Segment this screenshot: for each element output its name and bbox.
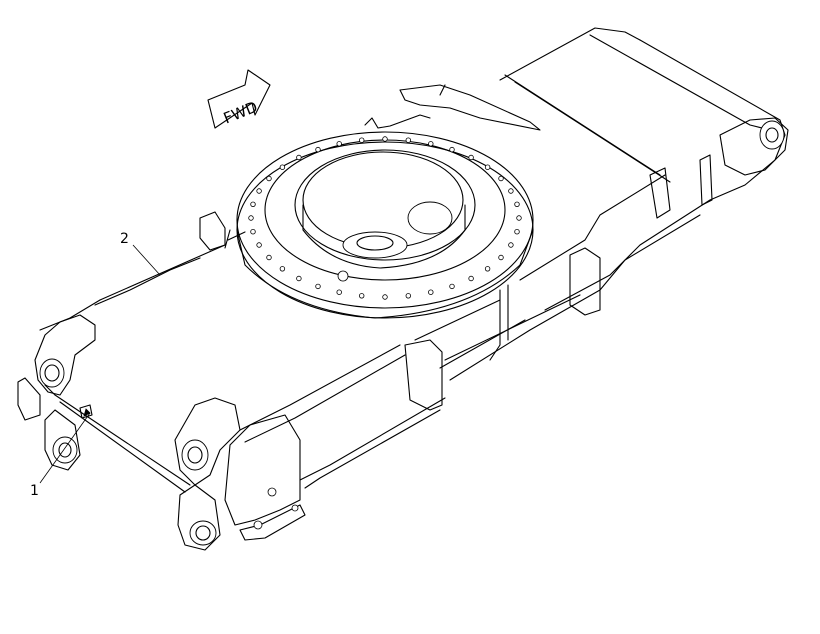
- callout-2-label: 2: [120, 231, 129, 247]
- bolt-hole: [382, 136, 388, 142]
- bolt-hole: [449, 283, 455, 290]
- top-bracket: [364, 84, 541, 131]
- fwd-arrow-icon: FWD: [207, 69, 271, 129]
- bolt-hole: [336, 289, 342, 295]
- frame-body: [39, 27, 786, 493]
- left-lugs: [17, 314, 96, 471]
- bolt-hole: [405, 293, 411, 299]
- bolt-hole: [498, 254, 504, 261]
- right-lugs: [649, 117, 789, 219]
- bolt-hole: [514, 201, 520, 207]
- bearing-ring: [236, 131, 534, 361]
- bolt-hole: [248, 215, 254, 221]
- bolt-hole: [516, 215, 522, 221]
- bolt-hole: [468, 154, 474, 161]
- bolt-hole: [266, 175, 272, 182]
- bolt-hole: [250, 201, 256, 207]
- bolt-hole: [428, 141, 434, 147]
- bolt-hole: [468, 275, 474, 282]
- bearing-bolt-holes: [248, 136, 522, 300]
- bolt-hole: [279, 266, 286, 272]
- bolt-hole: [382, 294, 388, 300]
- bolt-hole: [256, 242, 262, 248]
- bolt-hole: [428, 289, 434, 295]
- bolt-hole: [359, 293, 365, 299]
- fwd-label: FWD: [221, 98, 260, 128]
- bolt-hole: [359, 137, 365, 143]
- bolt-hole: [315, 283, 321, 290]
- bolt-hole: [256, 188, 262, 194]
- bolt-hole: [484, 266, 491, 272]
- bolt-hole: [279, 164, 286, 170]
- bolt-hole: [508, 242, 514, 248]
- front-lugs: [174, 397, 306, 551]
- bolt-hole: [405, 137, 411, 143]
- bolt-hole: [449, 146, 455, 153]
- side-plates: [199, 211, 601, 411]
- bolt-hole: [296, 154, 302, 161]
- bolt-hole: [315, 146, 321, 153]
- bolt-hole: [514, 228, 520, 235]
- bolt-hole: [266, 254, 272, 261]
- ring-plug-hole: [337, 270, 349, 282]
- callout-1: 1: [30, 408, 91, 499]
- bolt-hole: [484, 164, 491, 170]
- callout-1-label: 1: [30, 483, 39, 499]
- bolt-hole: [498, 175, 504, 182]
- bolt-hole: [336, 141, 342, 147]
- bolt-hole: [508, 188, 514, 194]
- bolt-hole: [250, 228, 256, 235]
- callout-2: 2: [120, 231, 161, 276]
- bolt-hole: [296, 275, 302, 282]
